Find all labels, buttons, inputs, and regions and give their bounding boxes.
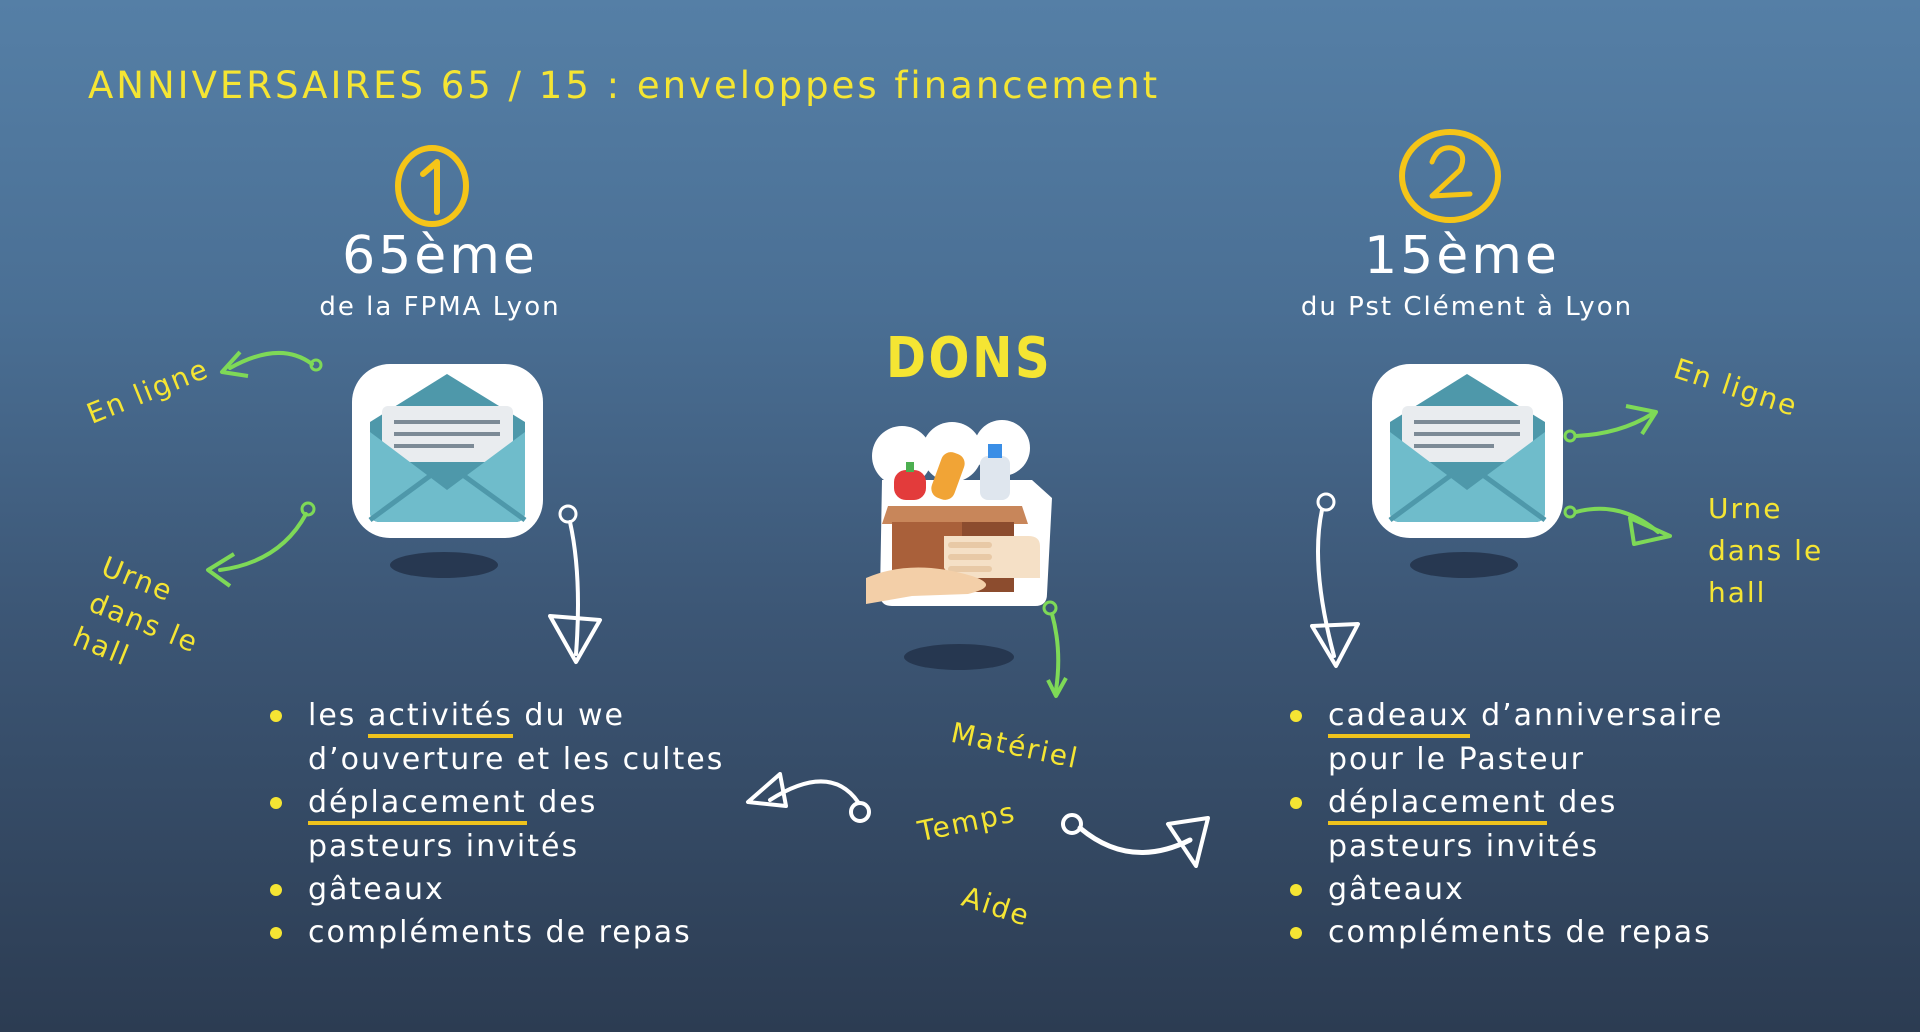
list-text: les	[308, 698, 368, 733]
bullet-dot	[270, 710, 282, 722]
list-item: déplacement des pasteurs invités	[1290, 781, 1723, 868]
dons-heading: DONS	[886, 326, 1053, 391]
number-one-badge-icon	[395, 145, 469, 227]
arrow-left-down	[548, 504, 602, 664]
envelope-shadow-right	[1410, 552, 1518, 578]
bullet-dot	[270, 884, 282, 896]
list-item: cadeaux d’anniversaire pour le Pasteur	[1290, 694, 1723, 781]
list-item: déplacement des pasteurs invités	[270, 781, 724, 868]
bullet-dot	[1290, 884, 1302, 896]
right-urn-line-3: hall	[1708, 576, 1767, 609]
left-subheading: de la FPMA Lyon	[319, 292, 561, 322]
list-text: des	[526, 785, 598, 820]
right-urn-line-2: dans le	[1708, 534, 1824, 567]
list-item: gâteaux	[270, 868, 724, 911]
right-heading: 15ème	[1364, 226, 1560, 286]
list-text: gâteaux	[308, 872, 445, 907]
right-list: cadeaux d’anniversaire pour le Pasteur dé…	[1290, 694, 1723, 954]
right-urn-line-1: Urne	[1708, 492, 1783, 525]
highlighted-word: cadeaux	[1328, 698, 1470, 738]
right-channel-urn: Urne dans le hall	[1708, 488, 1823, 614]
list-text: des	[1546, 785, 1618, 820]
bullet-dot	[270, 927, 282, 939]
arrow-center-to-left	[746, 772, 871, 823]
bullet-dot	[1290, 797, 1302, 809]
left-heading: 65ème	[342, 226, 538, 286]
highlighted-word: déplacement	[308, 785, 527, 825]
bullet-dot	[1290, 710, 1302, 722]
right-channel-online: En ligne	[1669, 352, 1803, 424]
right-subheading: du Pst Clément à Lyon	[1300, 292, 1634, 322]
donation-box-icon	[866, 420, 1052, 606]
arrow-left-urn	[206, 501, 316, 588]
highlighted-word: déplacement	[1328, 785, 1547, 825]
left-channel-online: En ligne	[82, 351, 214, 431]
highlighted-word: activités	[367, 698, 513, 738]
list-text-line2: pasteurs invités	[308, 829, 580, 864]
list-text: compléments de repas	[308, 915, 692, 950]
label-temps: Temps	[915, 795, 1019, 849]
list-item: compléments de repas	[270, 911, 724, 954]
number-two-badge-icon	[1399, 129, 1501, 223]
bullet-dot	[270, 797, 282, 809]
list-text: compléments de repas	[1328, 915, 1712, 950]
arrow-right-online	[1563, 404, 1658, 443]
list-item: compléments de repas	[1290, 911, 1723, 954]
arrow-center-to-right	[1061, 813, 1210, 868]
envelope-icon-right	[1372, 364, 1563, 538]
label-aide: Aide	[957, 880, 1035, 933]
arrow-left-online	[220, 350, 323, 378]
envelope-shadow-left	[390, 552, 498, 578]
left-list: les activités du we d’ouverture et les cu…	[270, 694, 724, 954]
list-text: d’anniversaire	[1469, 698, 1724, 733]
label-materiel: Matériel	[948, 716, 1082, 776]
list-text: gâteaux	[1328, 872, 1465, 907]
page-title: ANNIVERSAIRES 65 / 15 : enveloppes finan…	[88, 64, 1161, 107]
list-text-line2: d’ouverture et les cultes	[308, 742, 725, 777]
list-text: du we	[512, 698, 626, 733]
arrow-right-down	[1310, 492, 1360, 668]
list-item: gâteaux	[1290, 868, 1723, 911]
arrow-right-urn	[1563, 505, 1672, 546]
list-text-line2: pour le Pasteur	[1328, 742, 1585, 777]
arrow-center-down	[1042, 600, 1068, 698]
list-item: les activités du we d’ouverture et les cu…	[270, 694, 724, 781]
bullet-dot	[1290, 927, 1302, 939]
list-text-line2: pasteurs invités	[1328, 829, 1600, 864]
envelope-icon-left	[352, 364, 543, 538]
donation-box-shadow	[904, 644, 1014, 670]
